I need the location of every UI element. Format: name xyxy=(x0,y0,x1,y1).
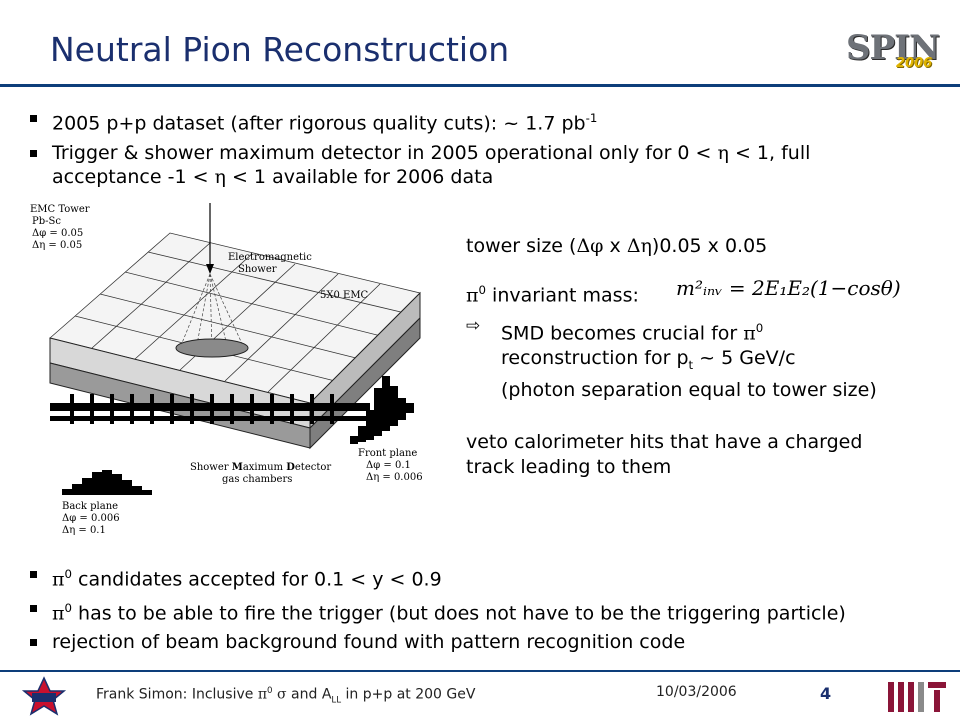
spin-logo-text: SPIN xyxy=(846,28,940,68)
label-back-plane: Back plane xyxy=(62,501,118,512)
label-gas-chambers: gas chambers xyxy=(222,474,292,485)
bullet-square-icon xyxy=(30,150,37,157)
back-plane-histogram xyxy=(62,470,152,495)
veto-text: veto calorimeter hits that have a charge… xyxy=(466,431,863,478)
star-logo-icon xyxy=(21,676,67,716)
footer-divider xyxy=(0,670,960,672)
label-emc-tower: EMC Tower xyxy=(30,204,90,215)
spin-logo: SPIN 2006 xyxy=(846,28,946,74)
footer-date: 10/03/2006 xyxy=(656,684,737,700)
label-em-shower-1: Electromagnetic xyxy=(228,252,312,263)
label-front-deta: Δη = 0.006 xyxy=(366,472,423,483)
bullet-square-icon xyxy=(30,115,37,122)
arrow-right-icon: ⇨ xyxy=(466,316,481,336)
label-em-shower-2: Shower xyxy=(238,264,277,275)
label-back-deta: Δη = 0.1 xyxy=(62,525,106,536)
label-front-dphi: Δφ = 0.1 xyxy=(366,460,411,471)
label-tower-deta: Δη = 0.05 xyxy=(32,240,82,251)
shower-ellipse xyxy=(175,338,249,358)
page-number: 4 xyxy=(820,684,832,703)
label-tower-dphi: Δφ = 0.05 xyxy=(32,228,83,239)
footer-author: Frank Simon: Inclusive π0 σ and ALL in p… xyxy=(96,686,476,706)
label-smd: Shower Maximum Detector xyxy=(190,462,331,473)
spin-logo-year: 2006 xyxy=(896,56,933,71)
shower-cone xyxy=(179,273,245,352)
mit-logo-icon xyxy=(888,682,946,712)
tower-size-text: tower size (Δφ x Δη)0.05 x 0.05 xyxy=(466,235,768,257)
slide-title: Neutral Pion Reconstruction xyxy=(50,30,510,69)
title-divider xyxy=(0,84,960,87)
smd-chambers xyxy=(50,394,370,424)
bullet-square-icon xyxy=(30,605,37,612)
label-pbsc: Pb-Sc xyxy=(32,216,61,227)
label-back-dphi: Δφ = 0.006 xyxy=(62,513,120,524)
detector-diagram: EMC Tower Pb-Sc Δφ = 0.05 Δη = 0.05 Elec… xyxy=(30,203,423,536)
bullet-square-icon xyxy=(30,639,37,646)
front-plane-histogram xyxy=(350,376,414,444)
bullet-square-icon xyxy=(30,571,37,578)
label-5x0-emc: 5X0 EMC xyxy=(320,290,369,301)
invariant-mass-formula: m²ᵢₙᵥ = 2E₁E₂(1−cosθ) xyxy=(676,276,901,300)
smd-crucial-text: SMD becomes crucial for π0 reconstructio… xyxy=(501,321,877,402)
invariant-mass-label: π0 invariant mass: xyxy=(466,283,639,307)
label-front-plane: Front plane xyxy=(358,448,417,459)
